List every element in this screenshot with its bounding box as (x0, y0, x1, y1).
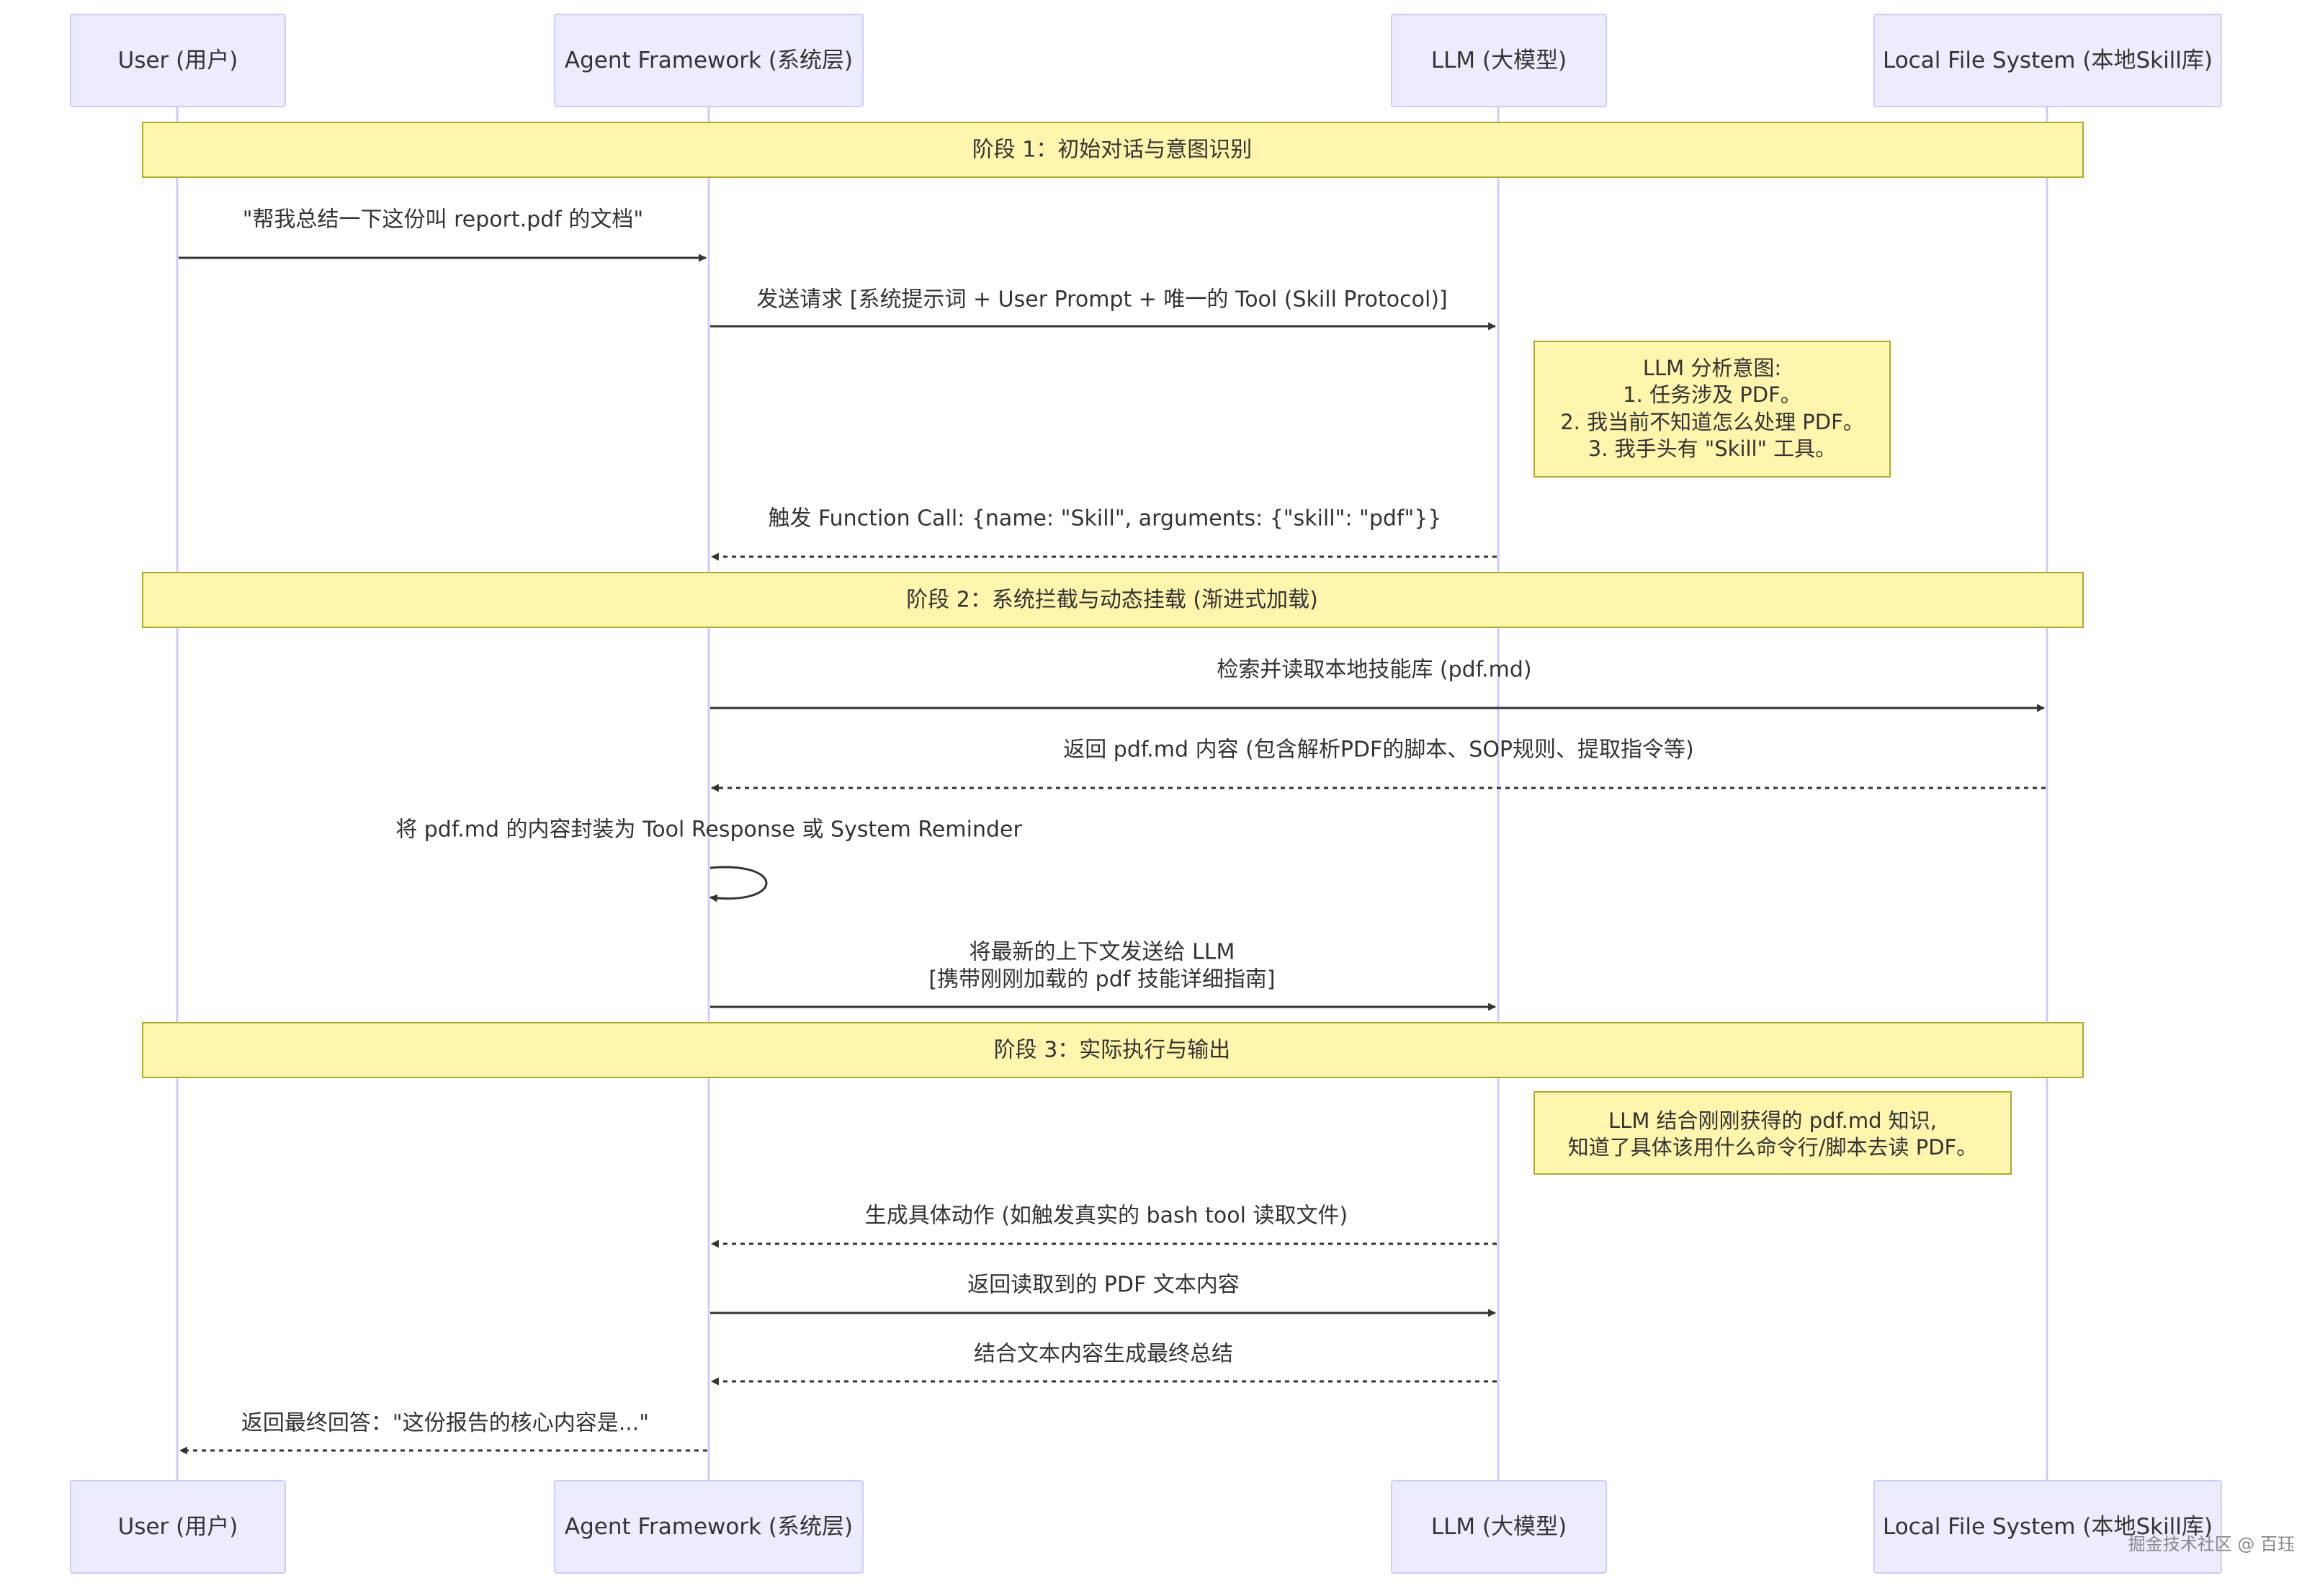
participant-llm-bottom: LLM (大模型) (1391, 1480, 1607, 1574)
message-label: 将 pdf.md 的内容封装为 Tool Response 或 System R… (395, 817, 1022, 843)
participant-label: Agent Framework (系统层) (565, 48, 853, 73)
message-label: [携带刚刚加载的 pdf 技能详细指南] (928, 967, 1275, 992)
message-label: 返回最终回答："这份报告的核心内容是..." (241, 1411, 649, 1436)
phase-bar: 阶段 1：初始对话与意图识别 (142, 122, 2084, 178)
message: 将 pdf.md 的内容封装为 Tool Response 或 System R… (395, 817, 1022, 902)
participant-label: User (用户) (118, 1514, 238, 1540)
message: 触发 Function Call: {name: "Skill", argume… (710, 506, 1497, 561)
note: LLM 分析意图: 1. 任务涉及 PDF。 2. 我当前不知道怎么处理 PDF… (1533, 341, 1891, 478)
message: 发送请求 [系统提示词 + User Prompt + 唯一的 Tool (Sk… (710, 287, 1497, 331)
participant-label: Agent Framework (系统层) (565, 1514, 853, 1540)
participant-user-bottom: User (用户) (70, 1480, 286, 1574)
message: 返回读取到的 PDF 文本内容 (710, 1273, 1497, 1317)
message: 将最新的上下文发送给 LLM [携带刚刚加载的 pdf 技能详细指南] (710, 940, 1497, 1011)
note-line: 知道了具体该用什么命令行/脚本去读 PDF。 (1568, 1135, 1978, 1160)
participant-label: LLM (大模型) (1431, 48, 1567, 73)
message: "帮我总结一下这份叫 report.pdf 的文档" (179, 207, 707, 262)
participant-label: LLM (大模型) (1431, 1514, 1567, 1540)
participant-label: User (用户) (118, 48, 238, 73)
message: 返回 pdf.md 内容 (包含解析PDF的脚本、SOP规则、提取指令等) (710, 738, 2046, 792)
phase-3-label: 阶段 3：实际执行与输出 (994, 1038, 1231, 1063)
message-label: 将最新的上下文发送给 LLM (969, 940, 1235, 965)
message-label: "帮我总结一下这份叫 report.pdf 的文档" (243, 207, 643, 233)
participant-label: Local File System (本地Skill库) (1883, 1514, 2213, 1540)
phase-bar: 阶段 3：实际执行与输出 (142, 1022, 2084, 1078)
message-label: 返回 pdf.md 内容 (包含解析PDF的脚本、SOP规则、提取指令等) (1063, 738, 1693, 763)
note-line: 3. 我手头有 "Skill" 工具。 (1588, 436, 1836, 461)
note: LLM 结合刚刚获得的 pdf.md 知识, 知道了具体该用什么命令行/脚本去读… (1533, 1091, 2012, 1175)
participant-fs-bottom: Local File System (本地Skill库) (1873, 1480, 2222, 1574)
participant-llm-top: LLM (大模型) (1391, 14, 1607, 107)
participant-agent-top: Agent Framework (系统层) (554, 14, 864, 107)
message-label: 检索并读取本地技能库 (pdf.md) (1217, 658, 1531, 683)
lifelines (176, 107, 2048, 1485)
self-message-arrow (709, 866, 768, 902)
participant-user-top: User (用户) (70, 14, 286, 107)
message: 检索并读取本地技能库 (pdf.md) (710, 658, 2046, 712)
message: 结合文本内容生成最终总结 (710, 1342, 1497, 1386)
phase-2-label: 阶段 2：系统拦截与动态挂载 (渐进式加载) (906, 588, 1318, 613)
participant-fs-top: Local File System (本地Skill库) (1873, 14, 2222, 107)
message-label: 触发 Function Call: {name: "Skill", argume… (769, 506, 1442, 532)
phase-1-label: 阶段 1：初始对话与意图识别 (972, 138, 1253, 163)
message-label: 返回读取到的 PDF 文本内容 (967, 1273, 1240, 1298)
note-line: LLM 分析意图: (1643, 356, 1781, 380)
message-label: 结合文本内容生成最终总结 (974, 1342, 1233, 1367)
phase-bar: 阶段 2：系统拦截与动态挂载 (渐进式加载) (142, 572, 2084, 628)
note-line: 2. 我当前不知道怎么处理 PDF。 (1560, 410, 1864, 434)
participant-label: Local File System (本地Skill库) (1883, 48, 2213, 73)
watermark: 掘金技术社区 @ 百珏 (2128, 1534, 2295, 1554)
message-label: 生成具体动作 (如触发真实的 bash tool 读取文件) (865, 1203, 1348, 1229)
message: 返回最终回答："这份报告的核心内容是..." (179, 1411, 707, 1455)
note-line: LLM 结合刚刚获得的 pdf.md 知识, (1608, 1108, 1937, 1133)
participant-agent-bottom: Agent Framework (系统层) (554, 1480, 864, 1574)
message: 生成具体动作 (如触发真实的 bash tool 读取文件) (710, 1203, 1497, 1248)
message-label: 发送请求 [系统提示词 + User Prompt + 唯一的 Tool (Sk… (756, 287, 1448, 313)
note-line: 1. 任务涉及 PDF。 (1623, 382, 1801, 407)
